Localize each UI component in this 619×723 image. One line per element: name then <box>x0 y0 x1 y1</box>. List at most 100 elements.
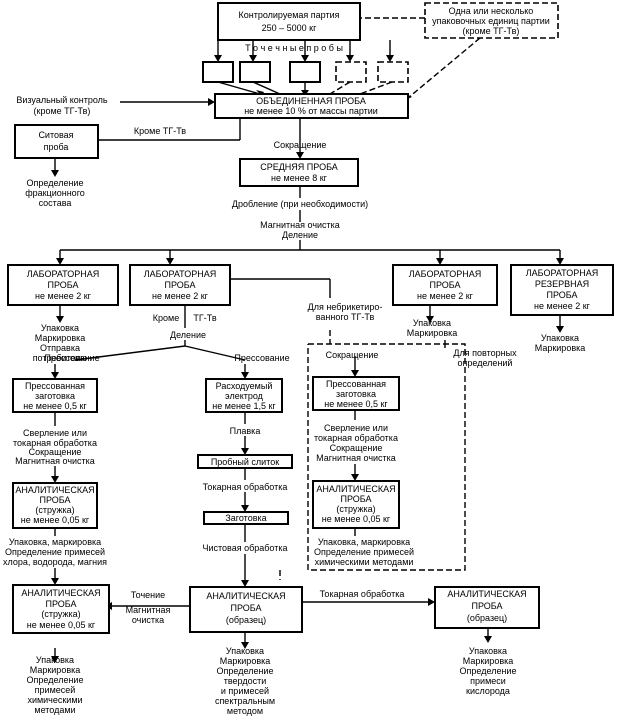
analytic-dashed-box <box>312 480 400 529</box>
repeat-line: определений <box>458 358 513 368</box>
lab-sample-3-box <box>392 264 498 306</box>
fraction-line: состава <box>39 198 72 208</box>
combined-sample-box <box>214 93 409 119</box>
point-sample-boxes <box>202 61 409 83</box>
average-sample-title: СРЕДНЯЯ ПРОБА <box>260 162 338 172</box>
left-processing-line: токарная обработка <box>13 438 97 448</box>
analytic-left-1-line: (стружка) <box>35 505 74 515</box>
connectors <box>54 17 561 656</box>
reserve-sample-line: ЛАБОРАТОРНАЯ <box>526 268 599 278</box>
packaging-units-line: упаковочных единиц партии <box>432 16 550 26</box>
reserve-sample-note: Упаковка <box>541 333 579 343</box>
lab-sample-2-line: ПРОБА <box>165 280 196 290</box>
packaging-units-line: (кроме ТГ-Тв) <box>463 26 520 36</box>
analytic-center-line: ПРОБА <box>231 603 262 613</box>
magnetic-division-line: Магнитная очистка <box>260 220 340 230</box>
analytic-right-line: ПРОБА <box>472 601 503 611</box>
dashed-reduction-label: Сокращение <box>326 350 379 360</box>
left-processing-line: Сокращение <box>29 447 82 457</box>
lab-sample-3-line: не менее 2 кг <box>417 291 474 301</box>
analytic-right-box <box>434 586 540 629</box>
right-final-line: примеси <box>470 676 506 686</box>
sieve-sample-line: проба <box>44 142 69 152</box>
pressed-blank-left-line: Прессованная <box>25 381 85 391</box>
packaging-units-line: Одна или несколько <box>449 6 534 16</box>
fraction-line: Определение <box>27 178 84 188</box>
except-label: Кроме <box>153 313 179 323</box>
lab-sample-3-line: ПРОБА <box>430 280 461 290</box>
lab-sample-3-line: ЛАБОРАТОРНАЯ <box>409 269 482 279</box>
lab-sample-1-note: потребителю <box>33 353 88 363</box>
center-final-line: Определение <box>217 666 274 676</box>
except-tg-tv-label: Кроме ТГ-Тв <box>134 126 186 136</box>
left-analysis-line: Упаковка, маркировка <box>9 537 101 547</box>
analytic-dashed-line: не менее 0,05 кг <box>322 514 391 524</box>
analytic-left-2-line: (стружка) <box>41 609 80 619</box>
dashed-processing-line: Сокращение <box>330 443 383 453</box>
left-final-line: Маркировка <box>30 665 81 675</box>
visual-control-line: (кроме ТГ-Тв) <box>34 106 91 116</box>
dashed-processing-line: Сверление или <box>324 423 388 433</box>
lab-sample-1-note: Отправка <box>40 343 80 353</box>
right-final-line: Определение <box>460 666 517 676</box>
trial-ingot-label: Пробный слиток <box>211 457 279 467</box>
lab-sample-2-line: ЛАБОРАТОРНАЯ <box>144 269 217 279</box>
analytic-center-line: (образец) <box>226 615 266 625</box>
reserve-sample-line: РЕЗЕРВНАЯ <box>535 279 589 289</box>
combined-sample-mass: не менее 10 % от массы партии <box>244 106 378 116</box>
electrode-line: не менее 1,5 кг <box>212 401 276 411</box>
packaging-units-box <box>424 2 559 39</box>
point-sample-box <box>202 61 234 83</box>
reserve-sample-note: Маркировка <box>535 343 586 353</box>
left-processing-line: Магнитная очистка <box>15 456 95 466</box>
center-final-line: Маркировка <box>220 656 271 666</box>
analytic-left-2-line: ПРОБА <box>46 599 77 609</box>
point-sample-box <box>289 61 321 83</box>
pressed-blank-dashed-line: заготовка <box>336 389 376 399</box>
analytic-dashed-line: АНАЛИТИЧЕСКАЯ <box>316 484 395 494</box>
analytic-left-2-box <box>12 584 110 634</box>
non-briquetted-line: Для небрикетиро- <box>308 302 383 312</box>
analytic-left-1-line: не менее 0,05 кг <box>21 515 90 525</box>
text-layer: Контролируемая партия 250 – 5000 кг Одна… <box>3 6 598 716</box>
reserve-sample-line: не менее 2 кг <box>534 301 591 311</box>
pressing-left-label: Прессование <box>44 353 99 363</box>
right-final-line: Упаковка <box>469 646 507 656</box>
center-final-line: Упаковка <box>226 646 264 656</box>
blank-box <box>203 511 289 525</box>
pressed-blank-dashed-box <box>312 376 400 411</box>
turning-magnetic-line: очистка <box>132 615 164 625</box>
turning-1-label: Токарная обработка <box>203 482 288 492</box>
sieve-sample-box <box>14 124 99 159</box>
dashed-processing-line: Магнитная очистка <box>316 453 396 463</box>
electrode-line: электрод <box>225 391 264 401</box>
lab-sample-1-box <box>7 264 119 306</box>
left-final-line: Упаковка <box>36 655 74 665</box>
center-final-line: и примесей <box>221 686 269 696</box>
analytic-left-1-line: АНАЛИТИЧЕСКАЯ <box>15 485 94 495</box>
tg-tv-label: ТГ-Тв <box>193 313 216 323</box>
average-sample-mass: не менее 8 кг <box>271 173 328 183</box>
non-briquetted-line: ванного ТГ-Тв <box>316 312 375 322</box>
reserve-sample-box <box>510 264 614 316</box>
right-final-line: Маркировка <box>463 656 514 666</box>
melting-label: Плавка <box>230 426 261 436</box>
left-processing-line: Сверление или <box>23 428 87 438</box>
pressed-blank-dashed-line: не менее 0,5 кг <box>324 399 388 409</box>
division-label: Деление <box>170 330 206 340</box>
left-final-line: химическими <box>27 695 82 705</box>
lab-sample-2-line: не менее 2 кг <box>152 291 209 301</box>
analytic-center-box <box>189 586 303 633</box>
point-sample-box-optional <box>335 61 367 83</box>
analytic-left-2-line: АНАЛИТИЧЕСКАЯ <box>21 588 100 598</box>
magnetic-division-line: Деление <box>282 230 318 240</box>
lab-sample-2-box <box>129 264 231 306</box>
dashed-analysis-line: Определение примесей <box>314 547 414 557</box>
dashed-analysis-line: химическими методами <box>315 557 414 567</box>
point-sample-box-optional <box>377 61 409 83</box>
blank-label: Заготовка <box>225 513 266 523</box>
lab-sample-1-note: Упаковка <box>41 323 79 333</box>
lab-sample-1-line: ЛАБОРАТОРНАЯ <box>27 269 100 279</box>
left-final-line: примесей <box>35 685 76 695</box>
